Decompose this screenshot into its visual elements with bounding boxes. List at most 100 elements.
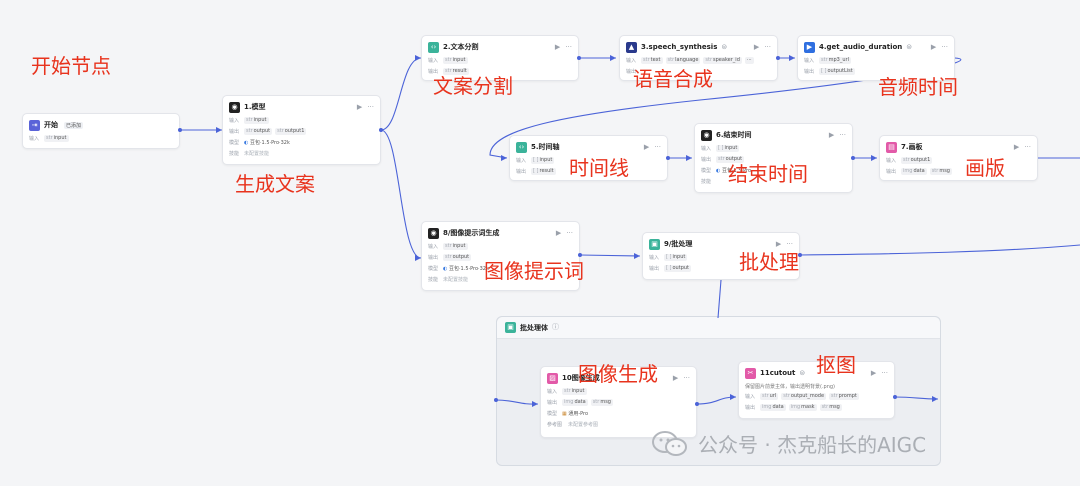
port-split-out[interactable] <box>577 56 581 60</box>
port-speech-out[interactable] <box>776 56 780 60</box>
run-icon[interactable]: ▶ <box>672 373 679 382</box>
llm-icon: ◉ <box>428 227 439 239</box>
skill-label: 技能 <box>701 178 712 185</box>
node-timeline-title: 5.时间轴 <box>531 143 560 151</box>
more-icon[interactable]: ··· <box>1024 142 1031 151</box>
batch-icon: ▣ <box>649 238 660 250</box>
input-row: 输入 strinput <box>428 55 572 65</box>
model-value: ◐ 豆包·1.5·Pro <box>716 167 752 174</box>
run-icon[interactable]: ▶ <box>643 142 650 151</box>
run-icon[interactable]: ▶ <box>828 130 835 139</box>
node-controls: ▶ ··· <box>672 373 690 382</box>
node-controls: ▶ ··· <box>554 42 572 51</box>
port-endtime-out[interactable] <box>851 156 855 160</box>
cutout-icon: ✂ <box>745 367 756 379</box>
param-chip: strinput <box>443 56 468 64</box>
node-canvas-board[interactable]: ▤ 7.画板 ▶ ··· 输入 stroutput1 输出 imgdata st… <box>879 135 1038 181</box>
input-row: 输入 strtext strlanguage strspeaker_id ··· <box>626 55 771 65</box>
output-label: 输出 <box>229 128 240 135</box>
node-text-split[interactable]: ‹› 2.文本分割 ▶ ··· 输入 strinput 输出 strresult <box>421 35 579 81</box>
param-chip: strlanguage <box>665 56 701 64</box>
node-image-generation[interactable]: ▨ 10图像生成 ▶ ··· 输入 strinput 输出 imgdata st… <box>540 366 697 438</box>
model-value: ◐ 豆包·1.5·Pro·32k <box>443 265 489 272</box>
port-cutout-out[interactable] <box>893 395 897 399</box>
node-start-badge: 已添加 <box>64 121 84 129</box>
model-value: ◐ 豆包·1.5·Pro·32k <box>244 139 290 146</box>
param-chip: imgdata <box>901 167 927 175</box>
run-icon[interactable]: ▶ <box>554 42 561 51</box>
annotation-model: 生成文案 <box>235 172 315 196</box>
input-row: 输入 [ ]input <box>701 143 846 153</box>
watermark-text: 公众号 · 杰克船长的AIGC <box>698 433 927 457</box>
run-icon[interactable]: ▶ <box>555 228 562 237</box>
output-label: 输出 <box>701 156 712 163</box>
port-body-in[interactable] <box>494 398 498 402</box>
input-row: 输入 strinput <box>428 241 573 251</box>
watermark: 公众号 · 杰克船长的AIGC <box>650 429 926 458</box>
node-timeline[interactable]: ‹› 5.时间轴 ▶ ··· 输入 [ ]input 输出 [ ]result <box>509 135 668 181</box>
node-image-prompt[interactable]: ◉ 8/图像提示词生成 ▶ ··· 输入 strinput 输出 stroutp… <box>421 221 580 291</box>
param-chip: strinput <box>443 242 468 250</box>
port-prompt-out[interactable] <box>578 253 582 257</box>
more-icon[interactable]: ··· <box>764 42 771 51</box>
annotation-cutout: 抠图 <box>816 353 856 377</box>
input-label: 输入 <box>745 393 756 400</box>
node-batch[interactable]: ▣ 9/批处理 ▶ ··· 输入 [ ]input 输出 [ ]output <box>642 232 800 280</box>
output-label: 输出 <box>649 265 660 272</box>
node-controls: ▶ ··· <box>775 239 793 248</box>
run-icon[interactable]: ▶ <box>775 239 782 248</box>
node-end-time[interactable]: ◉ 6.结束时间 ▶ ··· 输入 [ ]input 输出 stroutput … <box>694 123 853 193</box>
canvas-icon: ▤ <box>886 141 897 153</box>
annotation-duration: 音频时间 <box>878 75 958 99</box>
skill-label: 技能 <box>428 276 439 283</box>
node-cutout-title: 11cutout <box>760 369 796 377</box>
more-icon[interactable]: ··· <box>786 239 793 248</box>
input-label: 输入 <box>29 135 40 142</box>
output-row: 输出 imgdata imgmask strmsg <box>745 402 888 412</box>
plugin-badge-icon: ⊜ <box>906 42 913 51</box>
node-batch-title: 9/批处理 <box>664 240 693 248</box>
port-model-out[interactable] <box>379 128 383 132</box>
model-value: ▦ 通用-Pro <box>562 410 589 417</box>
run-icon[interactable]: ▶ <box>870 368 877 377</box>
run-icon[interactable]: ▶ <box>930 42 937 51</box>
more-icon[interactable]: ··· <box>683 373 690 382</box>
node-model[interactable]: ◉ 1.模型 ▶ ··· 输入 strinput 输出 stroutput st… <box>222 95 381 165</box>
reference-value: 未配置参考图 <box>568 421 599 428</box>
port-batch-out[interactable] <box>798 253 802 257</box>
port-start-out[interactable] <box>178 128 182 132</box>
code-icon: ‹› <box>428 41 439 53</box>
more-icon[interactable]: ··· <box>566 228 573 237</box>
input-row: 输入 strurl stroutput_mode strprompt <box>745 391 888 401</box>
more-icon[interactable]: ··· <box>839 130 846 139</box>
annotation-batch: 批处理 <box>739 250 799 274</box>
input-label: 输入 <box>229 117 240 124</box>
input-label: 输入 <box>428 243 439 250</box>
more-icon[interactable]: ··· <box>367 102 374 111</box>
port-imggen-out[interactable] <box>695 402 699 406</box>
output-row: 输出 imgdata strmsg <box>547 397 690 407</box>
node-controls: ▶ ··· <box>356 102 374 111</box>
param-chip: stroutput_mode <box>781 392 827 400</box>
node-get-audio-duration[interactable]: ▶ 4.get_audio_duration ⊜ ▶ ··· 输入 strmp3… <box>797 35 955 81</box>
more-icon[interactable]: ··· <box>565 42 572 51</box>
param-chip: stroutput1 <box>901 156 933 164</box>
input-row: 输入 strinput <box>229 115 374 125</box>
annotation-speech: 语音合成 <box>633 67 713 91</box>
node-endtime-header: ◉ 6.结束时间 ▶ ··· <box>701 128 846 142</box>
plugin-icon: ▲ <box>626 41 637 53</box>
more-icon[interactable]: ··· <box>654 142 661 151</box>
reference-row: 参考图 未配置参考图 <box>547 419 690 429</box>
more-icon[interactable]: ··· <box>881 368 888 377</box>
run-icon[interactable]: ▶ <box>1013 142 1020 151</box>
input-label: 输入 <box>701 145 712 152</box>
output-label: 输出 <box>745 404 756 411</box>
port-timeline-out[interactable] <box>666 156 670 160</box>
node-start-title: 开始 <box>44 121 58 129</box>
run-icon[interactable]: ▶ <box>356 102 363 111</box>
more-icon[interactable]: ··· <box>941 42 948 51</box>
run-icon[interactable]: ▶ <box>753 42 760 51</box>
node-cutout[interactable]: ✂ 11cutout ⊜ ▶ ··· 保留图片前景主体，输出透明背景(.png)… <box>738 361 895 419</box>
node-start[interactable]: ⇥ 开始 已添加 输入 strinput <box>22 113 180 149</box>
